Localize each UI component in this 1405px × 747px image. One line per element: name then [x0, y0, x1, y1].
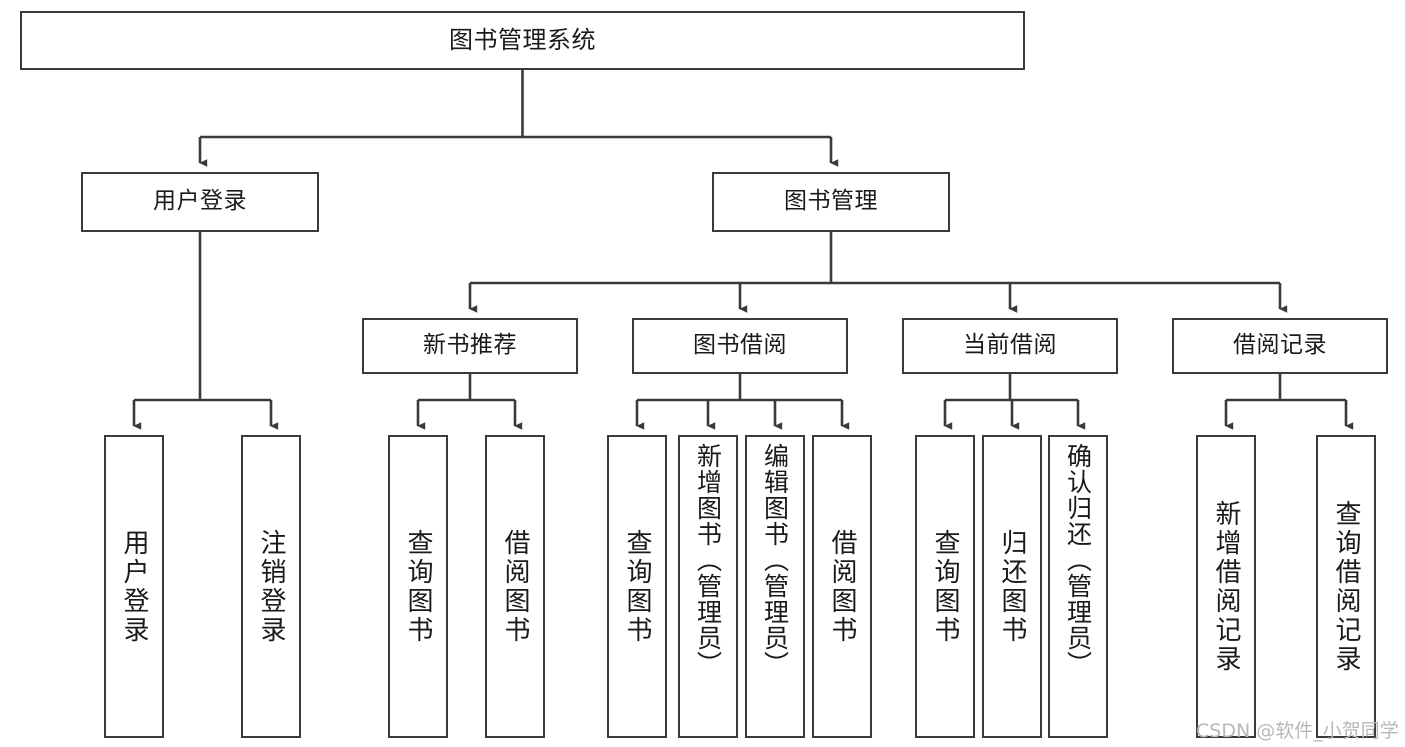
node-label: 图书管理系统	[449, 26, 596, 55]
node-label: 确认归还（管理员）	[1063, 443, 1093, 677]
node-label: 新书推荐	[423, 332, 517, 359]
node-label: 归还图书	[997, 528, 1027, 645]
node-newbook[interactable]: 新书推荐	[362, 318, 578, 374]
node-leaf-b1[interactable]: 借阅图书	[485, 435, 545, 738]
watermark: CSDN @软件_小贺同学	[1196, 720, 1399, 742]
node-leaf-ret[interactable]: 归还图书	[982, 435, 1042, 738]
node-leaf-edit[interactable]: 编辑图书（管理员）	[745, 435, 805, 738]
node-label: 新增图书（管理员）	[693, 443, 723, 677]
node-label: 编辑图书（管理员）	[760, 443, 790, 677]
node-bookmgmt[interactable]: 图书管理	[712, 172, 950, 232]
node-leaf-conf[interactable]: 确认归还（管理员）	[1048, 435, 1108, 738]
node-label: 查询借阅记录	[1331, 499, 1361, 674]
node-leaf-q2[interactable]: 查询图书	[607, 435, 667, 738]
node-leaf-qrec[interactable]: 查询借阅记录	[1316, 435, 1376, 738]
node-label: 用户登录	[153, 188, 247, 215]
node-label: 借阅记录	[1233, 332, 1327, 359]
node-label: 当前借阅	[963, 332, 1057, 359]
node-leaf-q1[interactable]: 查询图书	[388, 435, 448, 738]
node-label: 图书借阅	[693, 332, 787, 359]
node-records[interactable]: 借阅记录	[1172, 318, 1388, 374]
node-label: 图书管理	[784, 188, 878, 215]
node-label: 查询图书	[622, 528, 652, 645]
node-leaf-login[interactable]: 用户登录	[104, 435, 164, 738]
node-label: 新增借阅记录	[1211, 499, 1241, 674]
node-current[interactable]: 当前借阅	[902, 318, 1118, 374]
node-label: 借阅图书	[827, 528, 857, 645]
node-label: 查询图书	[403, 528, 433, 645]
node-label: 借阅图书	[500, 528, 530, 645]
node-root[interactable]: 图书管理系统	[20, 11, 1025, 70]
node-leaf-q3[interactable]: 查询图书	[915, 435, 975, 738]
node-login[interactable]: 用户登录	[81, 172, 319, 232]
node-label: 用户登录	[119, 528, 149, 645]
node-leaf-add[interactable]: 新增图书（管理员）	[678, 435, 738, 738]
node-leaf-b2[interactable]: 借阅图书	[812, 435, 872, 738]
node-leaf-addrec[interactable]: 新增借阅记录	[1196, 435, 1256, 738]
node-borrow[interactable]: 图书借阅	[632, 318, 848, 374]
node-label: 注销登录	[256, 528, 286, 645]
node-leaf-logout[interactable]: 注销登录	[241, 435, 301, 738]
node-label: 查询图书	[930, 528, 960, 645]
